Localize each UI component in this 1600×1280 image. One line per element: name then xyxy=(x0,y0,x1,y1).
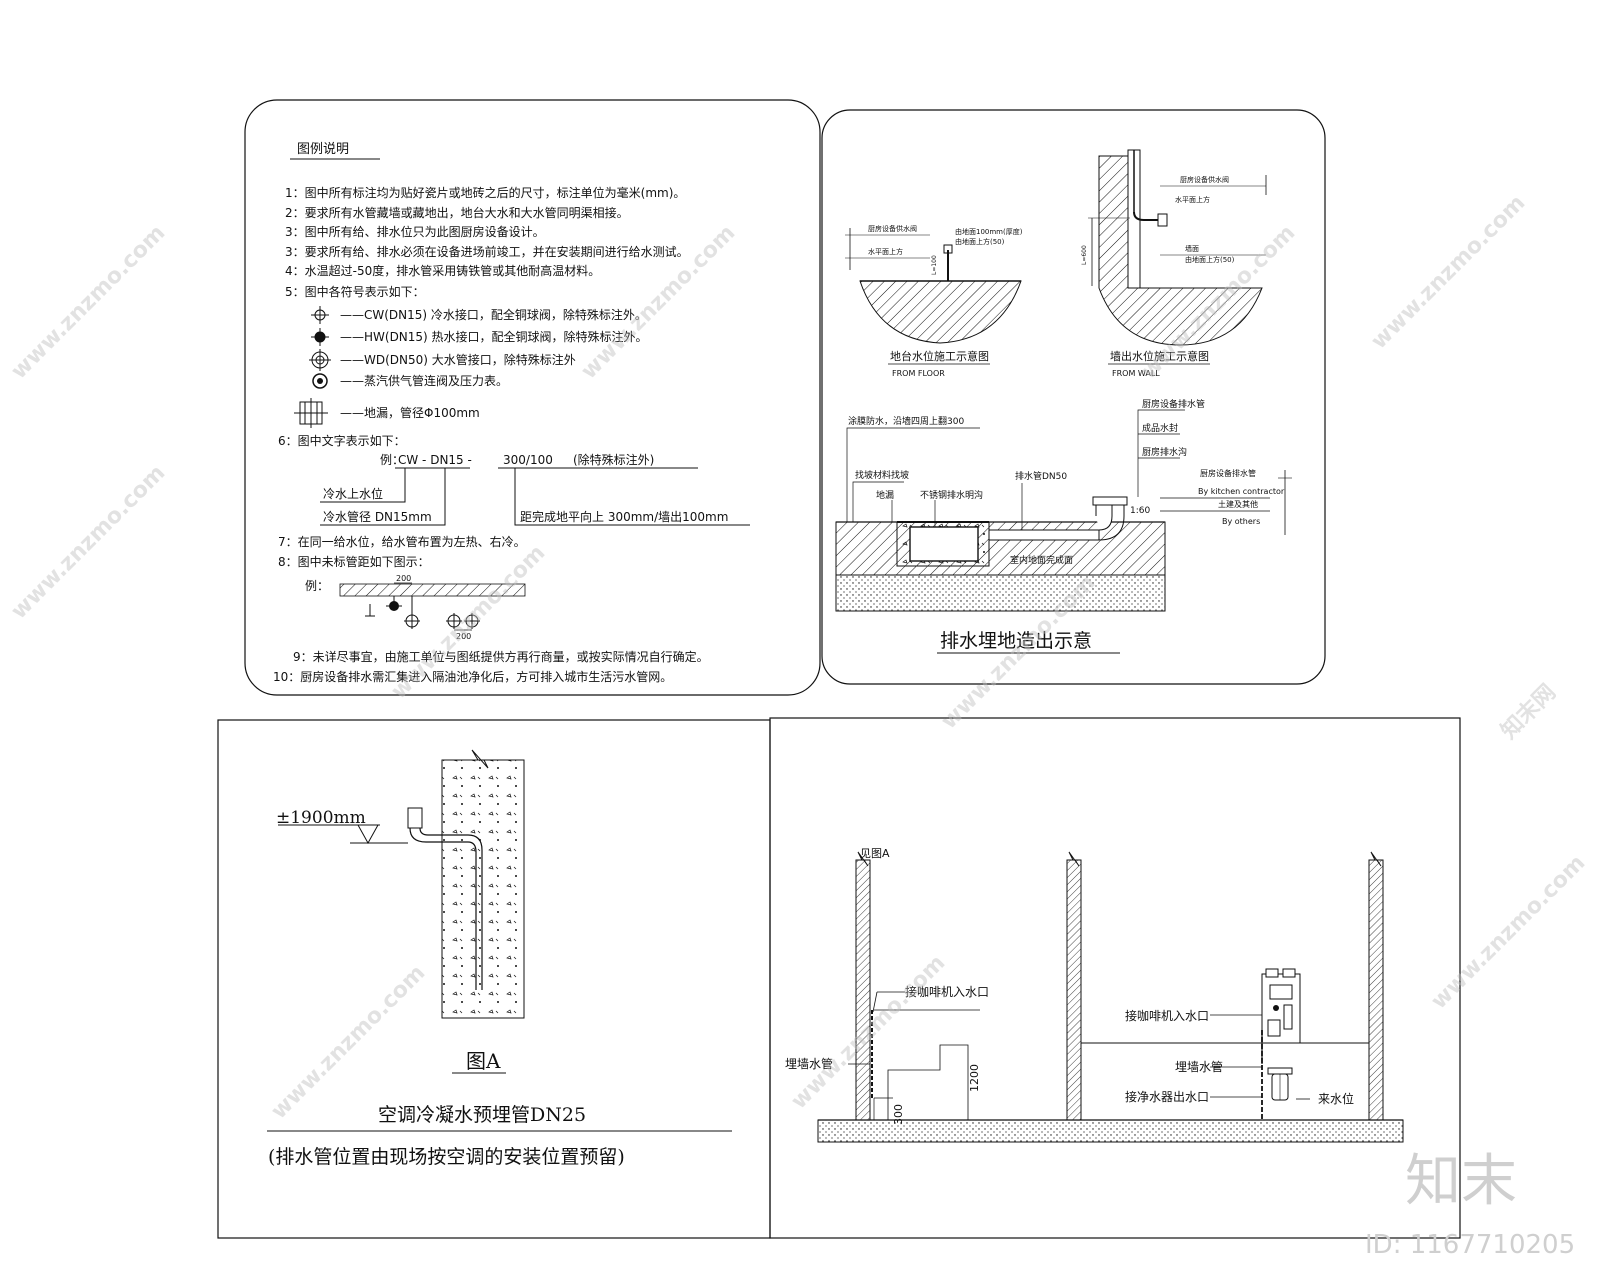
elevation-label: ±1900mm xyxy=(276,808,366,828)
ref-label: 见图A xyxy=(860,847,890,860)
small-label: 厨房设备供水阀 xyxy=(868,224,917,233)
section-label: 厨房设备排水管 xyxy=(1142,398,1205,410)
small-label: 厨房设备供水阀 xyxy=(1180,175,1229,184)
section-label: 室内地面完成面 xyxy=(1010,554,1073,566)
floor-detail-sub: FROM FLOOR xyxy=(892,369,945,378)
section-label: 土建及其他 xyxy=(1218,499,1258,509)
section-label: 厨房设备排水管 xyxy=(1200,468,1256,478)
section-label: 成品水封 xyxy=(1142,422,1178,434)
section-label: 找坡材料找坡 xyxy=(855,469,909,481)
section-dim: 1:60 xyxy=(1130,506,1150,516)
section-label: 地漏 xyxy=(876,489,894,501)
dim-300: 300 xyxy=(892,1104,905,1125)
legend-title: 图例说明 xyxy=(297,142,349,157)
section-title: 排水埋地造出示意 xyxy=(940,630,1092,652)
small-label: 水平面上方 xyxy=(868,247,903,256)
label-height: 距完成地平向上 300mm/墙出100mm xyxy=(520,509,728,524)
coffee-machine-icon xyxy=(1261,968,1301,1044)
steam-valve-symbol-icon xyxy=(312,373,328,389)
symbol-desc: ——HW(DN15) 热水接口，配全铜球阀，除特殊标注外。 xyxy=(340,329,648,344)
legend-note: 4：水温超过-50度，排水管采用铸铁管或其他耐高温材料。 xyxy=(285,263,600,278)
watermark-site: www.znzmo.com xyxy=(7,220,171,384)
dim-floor: L=100 xyxy=(931,255,938,275)
legend-note10: 10：厨房设备排水需汇集进入隔油池净化后，方可排入城市生活污水管网。 xyxy=(273,669,672,684)
section-label: 涂膜防水，沿墙四周上翻300 xyxy=(848,415,964,427)
drain-section: 涂膜防水，沿墙四周上翻300 找坡材料找坡 地漏 不锈钢排水明沟 排水管DN50… xyxy=(835,398,1292,654)
legend-note: 3：要求所有给、排水必须在设备进场前竣工，并在安装期间进行给水测试。 xyxy=(285,244,689,259)
condensate-panel: ±1900mm 图A 空调冷凝水预埋管DN25 (排水管位置由现场按空调的安装位… xyxy=(217,719,771,1239)
legend-panel: 图例说明 1：图中所有标注均为贴好瓷片或地砖之后的尺寸，标注单位为毫米(mm)。… xyxy=(244,99,821,696)
small-label: 墙面 xyxy=(1185,244,1199,253)
section-label: By kitchen contractor xyxy=(1198,487,1285,496)
section-label: 不锈钢排水明沟 xyxy=(920,489,983,501)
example-code: CW - DN15 - xyxy=(398,453,472,467)
wall-detail-title: 墙出水位施工示意图 xyxy=(1110,349,1209,363)
floor-detail-title: 地台水位施工示意图 xyxy=(890,349,989,363)
cold-water-point-icon xyxy=(404,613,420,629)
drain-pipe-symbol-icon xyxy=(309,349,331,371)
small-label: 由地面100mm(厚度) xyxy=(955,227,1023,236)
dim-wall: L=600 xyxy=(1081,245,1088,265)
watermark-site: www.znzmo.com xyxy=(267,960,431,1124)
symbol-desc: ——蒸汽供气管连阀及压力表。 xyxy=(340,373,508,388)
legend-note9: 9：未详尽事宜，由施工单位与图纸提供方再行商量，或按实际情况自行确定。 xyxy=(293,649,709,664)
legend-note: 5：图中各符号表示如下： xyxy=(285,284,425,299)
legend-note8: 8：图中未标管距如下图示： xyxy=(278,554,430,569)
symbol-desc: ——CW(DN15) 冷水接口，配全铜球阀，除特殊标注外。 xyxy=(340,307,647,322)
cold-water-symbol-icon xyxy=(311,306,329,324)
figure-a-label: 图A xyxy=(466,1049,501,1073)
legend-note: 2：要求所有水管藏墙或藏地出，地台大水和大水管同明渠相接。 xyxy=(285,205,629,220)
dim-200: 200 xyxy=(396,574,411,583)
legend-notes: 1：图中所有标注均为贴好瓷片或地砖之后的尺寸，标注单位为毫米(mm)。 2：要求… xyxy=(285,185,689,299)
label-buried-right: 埋墙水管 xyxy=(1175,1059,1223,1074)
label-water-in: 来水位 xyxy=(1318,1091,1354,1106)
water-purifier-icon xyxy=(1267,1067,1293,1101)
example-dim: 300/100 xyxy=(503,453,553,467)
legend-note6: 6：图中文字表示如下： xyxy=(278,433,406,448)
label-position: 冷水上水位 xyxy=(323,486,383,501)
section-label: 厨房排水沟 xyxy=(1142,446,1187,458)
small-label: 由地面上方(50) xyxy=(1185,255,1235,264)
label-buried-left: 埋墙水管 xyxy=(785,1056,833,1071)
watermark-site: www.znzmo.com xyxy=(1367,190,1531,354)
cold-water-point-icon xyxy=(464,613,480,629)
legend-note: 1：图中所有标注均为贴好瓷片或地砖之后的尺寸，标注单位为毫米(mm)。 xyxy=(285,185,685,200)
cold-water-point-icon xyxy=(446,613,462,629)
section-label: By others xyxy=(1222,517,1260,526)
label-purifier-outlet: 接净水器出水口 xyxy=(1125,1089,1209,1104)
wall-detail-sub: FROM WALL xyxy=(1112,369,1160,378)
coffee-panel: 见图A 接咖啡机入水口 埋墙水管 1200 300 xyxy=(769,717,1461,1239)
condensate-title: 空调冷凝水预埋管DN25 xyxy=(378,1104,586,1126)
small-label: 由地面上方(50) xyxy=(955,237,1005,246)
dim-200: 200 xyxy=(456,632,471,641)
wall-outlet-detail: 厨房设备供水阀 水平面上方 墙面 由地面上方(50) L=600 墙出水位施工示… xyxy=(1081,149,1267,378)
floor-drain-symbol-icon xyxy=(294,398,328,428)
watermark-site: www.znzmo.com xyxy=(7,460,171,624)
legend-note: 3：图中所有给、排水位只为此图厨房设备设计。 xyxy=(285,224,545,239)
label-diameter: 冷水管径 DN15mm xyxy=(323,509,432,524)
small-label: 水平面上方 xyxy=(1175,195,1210,204)
section-label: 排水管DN50 xyxy=(1015,470,1067,482)
watermark-logo: 知末 xyxy=(1405,1149,1517,1214)
label-coffee-inlet-right: 接咖啡机入水口 xyxy=(1125,1008,1209,1023)
dim-1200: 1200 xyxy=(968,1064,981,1092)
example2-label: 例： xyxy=(305,579,329,593)
label-coffee-inlet-left: 接咖啡机入水口 xyxy=(905,984,989,999)
watermark-id: ID: 1167710205 xyxy=(1365,1230,1575,1260)
example-label: 例： xyxy=(380,453,404,467)
example-remark: (除特殊标注外) xyxy=(573,452,654,467)
symbol-desc: ——地漏，管径Φ100mm xyxy=(340,405,480,420)
drain-panel: 厨房设备供水阀 水平面上方 由地面100mm(厚度) 由地面上方(50) L=1… xyxy=(821,109,1326,685)
watermark-site: www.znzmo.com xyxy=(1427,850,1591,1014)
condensate-subtitle: (排水管位置由现场按空调的安装位置预留) xyxy=(268,1146,625,1168)
watermark-brand: 知末网 xyxy=(1496,679,1561,744)
floor-outlet-detail: 厨房设备供水阀 水平面上方 由地面100mm(厚度) 由地面上方(50) L=1… xyxy=(845,224,1023,378)
hot-water-symbol-icon xyxy=(311,328,329,346)
symbol-desc: ——WD(DN50) 大水管接口，除特殊标注外 xyxy=(340,352,576,367)
legend-note7: 7：在同一给水位，给水管布置为左热、右冷。 xyxy=(278,534,526,549)
